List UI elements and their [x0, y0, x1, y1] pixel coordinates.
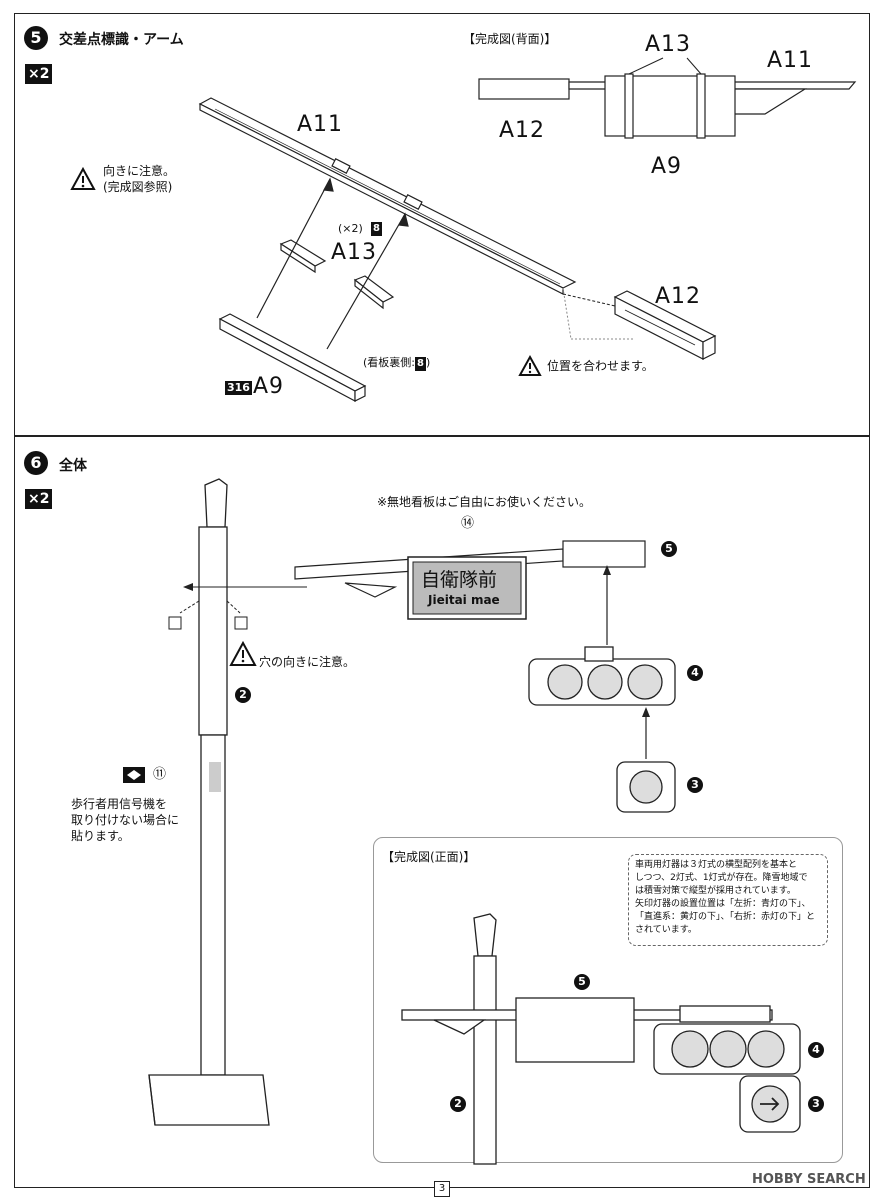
bracket-a13-parts: [279, 239, 395, 310]
blank-sign-note: ※無地看板はご自由にお使いください。: [377, 495, 592, 509]
sticker-icon: [123, 767, 145, 783]
caution-line-2: (完成図参照): [103, 180, 173, 194]
step6-quantity: ×2: [25, 489, 53, 509]
page-number: 3: [434, 1181, 450, 1197]
arm-a11-part: [198, 97, 577, 295]
ped-note-2: 取り付けない場合に: [71, 813, 180, 827]
step5-title: 交差点標識・アーム: [59, 32, 184, 48]
ped-marker: ⑪: [153, 767, 167, 782]
ref-step4: 4: [687, 665, 703, 681]
label-a9: A9: [253, 374, 285, 399]
ref-step5: 5: [661, 541, 677, 557]
sign-number: ⑭: [461, 516, 475, 531]
a9-part-badge: 316: [225, 381, 252, 395]
arrow-signal: [616, 761, 676, 813]
step5-caution: 向きに注意。 (完成図参照): [70, 162, 201, 202]
watermark: HOBBY SEARCH: [752, 1172, 866, 1187]
sign-text-en: Jieitai mae: [428, 593, 500, 607]
pole-part: [148, 478, 270, 1126]
back-label-a9: A9: [651, 154, 683, 179]
label-a12: A12: [655, 284, 702, 309]
a13-ref-badge: 8: [371, 222, 382, 236]
completed-front-box: 【完成図(正面)】 車両用灯器は３灯式の横型配列を基本と しつつ、2灯式、1灯式…: [373, 837, 843, 1165]
warning-icon: [229, 640, 257, 666]
front-ref-step2: 2: [450, 1096, 466, 1112]
step5-panel: 5 交差点標識・アーム ×2 向きに注意。 (完成図参照): [14, 13, 870, 436]
caution-line-1: 向きに注意。: [103, 164, 176, 178]
front-ref-step5: 5: [574, 974, 590, 990]
ped-note-1: 歩行者用信号機を: [71, 797, 168, 811]
arm-a12-part: [613, 290, 717, 360]
ref-step3: 3: [687, 777, 703, 793]
label-a13: A13: [331, 240, 378, 265]
step5-number: 5: [24, 26, 48, 50]
align-note: 位置を合わせます。: [518, 354, 679, 380]
back-label-a13: A13: [645, 32, 692, 57]
label-a11: A11: [297, 112, 344, 137]
completed-back-diagram: [478, 57, 857, 139]
ped-note-3: 貼ります。: [71, 829, 130, 843]
step6-number: 6: [24, 451, 48, 475]
step5-quantity: ×2: [25, 64, 53, 84]
three-light-signal: [528, 646, 676, 706]
arm-exploded-diagram: [198, 97, 717, 402]
back-label-a12: A12: [499, 118, 546, 143]
ref-step2: 2: [235, 687, 251, 703]
front-ref-step4: 4: [808, 1042, 824, 1058]
back-label-a11: A11: [767, 48, 814, 73]
assembly-arrows: [256, 177, 409, 350]
completed-front-title: 【完成図(正面)】: [382, 850, 476, 864]
sign-text-jp: 自衛隊前: [421, 569, 498, 591]
plate-a9-part: [218, 313, 367, 402]
warning-icon: [70, 166, 96, 190]
completed-front-diagram: [401, 913, 801, 1165]
warning-icon: [518, 354, 542, 376]
full-assembly-diagram: [123, 478, 676, 1126]
hole-note: 穴の向きに注意。: [259, 655, 356, 669]
front-ref-step3: 3: [808, 1096, 824, 1112]
step6-title: 全体: [59, 458, 87, 474]
a9-ref-note: (看板裏側:8): [363, 356, 431, 371]
info-box: 車両用灯器は３灯式の横型配列を基本と しつつ、2灯式、1灯式が存在。降雪地域で …: [628, 854, 828, 946]
completed-back-title: 【完成図(背面)】: [463, 32, 557, 46]
step6-panel: 6 全体 ×2 ※無地看板はご自由にお使いください。: [14, 436, 870, 1188]
a13-quantity: (×2): [338, 222, 363, 235]
